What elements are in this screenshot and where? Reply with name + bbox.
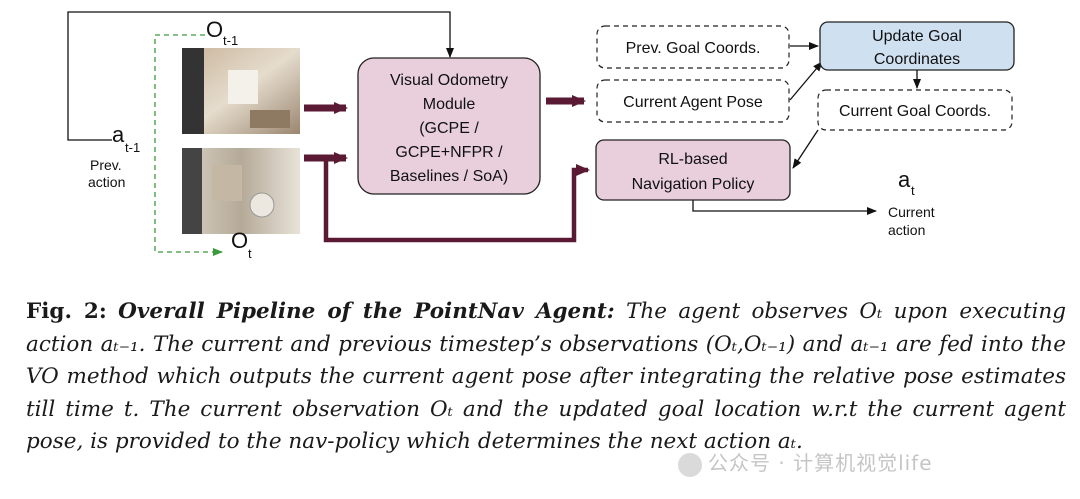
update-goal-line-2: Coordinates	[874, 51, 960, 68]
vo-line-2: Module	[423, 96, 476, 113]
label-current-action-1: Current	[888, 204, 935, 220]
vo-line-1: Visual Odometry	[390, 72, 508, 89]
thick-path-obs-to-policy	[323, 158, 590, 243]
wechat-icon	[678, 452, 702, 477]
label-a-curr: a	[898, 167, 911, 192]
prev-goal-label: Prev. Goal Coords.	[626, 40, 761, 57]
arrow-policy-to-action	[692, 200, 877, 215]
label-prev-action-1: Prev.	[90, 157, 122, 173]
vo-line-4: GCPE+NFPR /	[395, 144, 503, 161]
label-prev-action-2: action	[88, 174, 125, 190]
current-goal-box	[817, 89, 1013, 131]
rl-policy-line-1: RL-based	[658, 151, 727, 168]
rl-policy-line-2: Navigation Policy	[632, 176, 755, 193]
caption-title: Overall Pipeline of the PointNav Agent:	[118, 299, 615, 324]
label-current-action-2: action	[888, 222, 925, 238]
update-goal-line-1: Update Goal	[872, 28, 962, 45]
current-pose-box	[596, 79, 790, 123]
label-o-curr-sub: t	[248, 246, 252, 261]
observation-bracket-dashed	[154, 34, 223, 256]
label-a-prev-sub: t-1	[125, 140, 140, 155]
caption-fig-label: Fig. 2:	[26, 299, 107, 324]
label-o-curr: O	[231, 228, 248, 253]
vo-line-5: Baselines / SoA)	[390, 168, 508, 185]
label-a-prev: a	[112, 122, 125, 147]
prev-goal-box	[596, 25, 790, 69]
label-a-curr-sub: t	[911, 183, 915, 198]
vo-module-box	[357, 57, 541, 195]
label-o-prev: O	[206, 17, 223, 42]
figure-caption: Fig. 2: Overall Pipeline of the PointNav…	[26, 296, 1066, 459]
watermark-text: 公众号 · 计算机视觉life	[708, 451, 933, 475]
action-feedback-line	[67, 11, 454, 141]
current-goal-label: Current Goal Coords.	[839, 103, 991, 120]
watermark: 公众号 · 计算机视觉life	[678, 447, 933, 477]
observation-image-curr	[182, 148, 300, 234]
pipeline-diagram: O t-1 O t a t-1 Prev. action Visual Odom…	[67, 11, 1015, 261]
label-o-prev-sub: t-1	[223, 33, 238, 48]
vo-line-3: (GCPE /	[419, 120, 479, 137]
arrow-current-goal-to-policy	[792, 129, 819, 169]
caption-body: The agent observes Oₜ upon executing act…	[26, 299, 1066, 454]
observation-image-prev	[182, 48, 300, 134]
arrow-pose-to-update	[789, 61, 823, 101]
current-pose-label: Current Agent Pose	[623, 94, 763, 111]
